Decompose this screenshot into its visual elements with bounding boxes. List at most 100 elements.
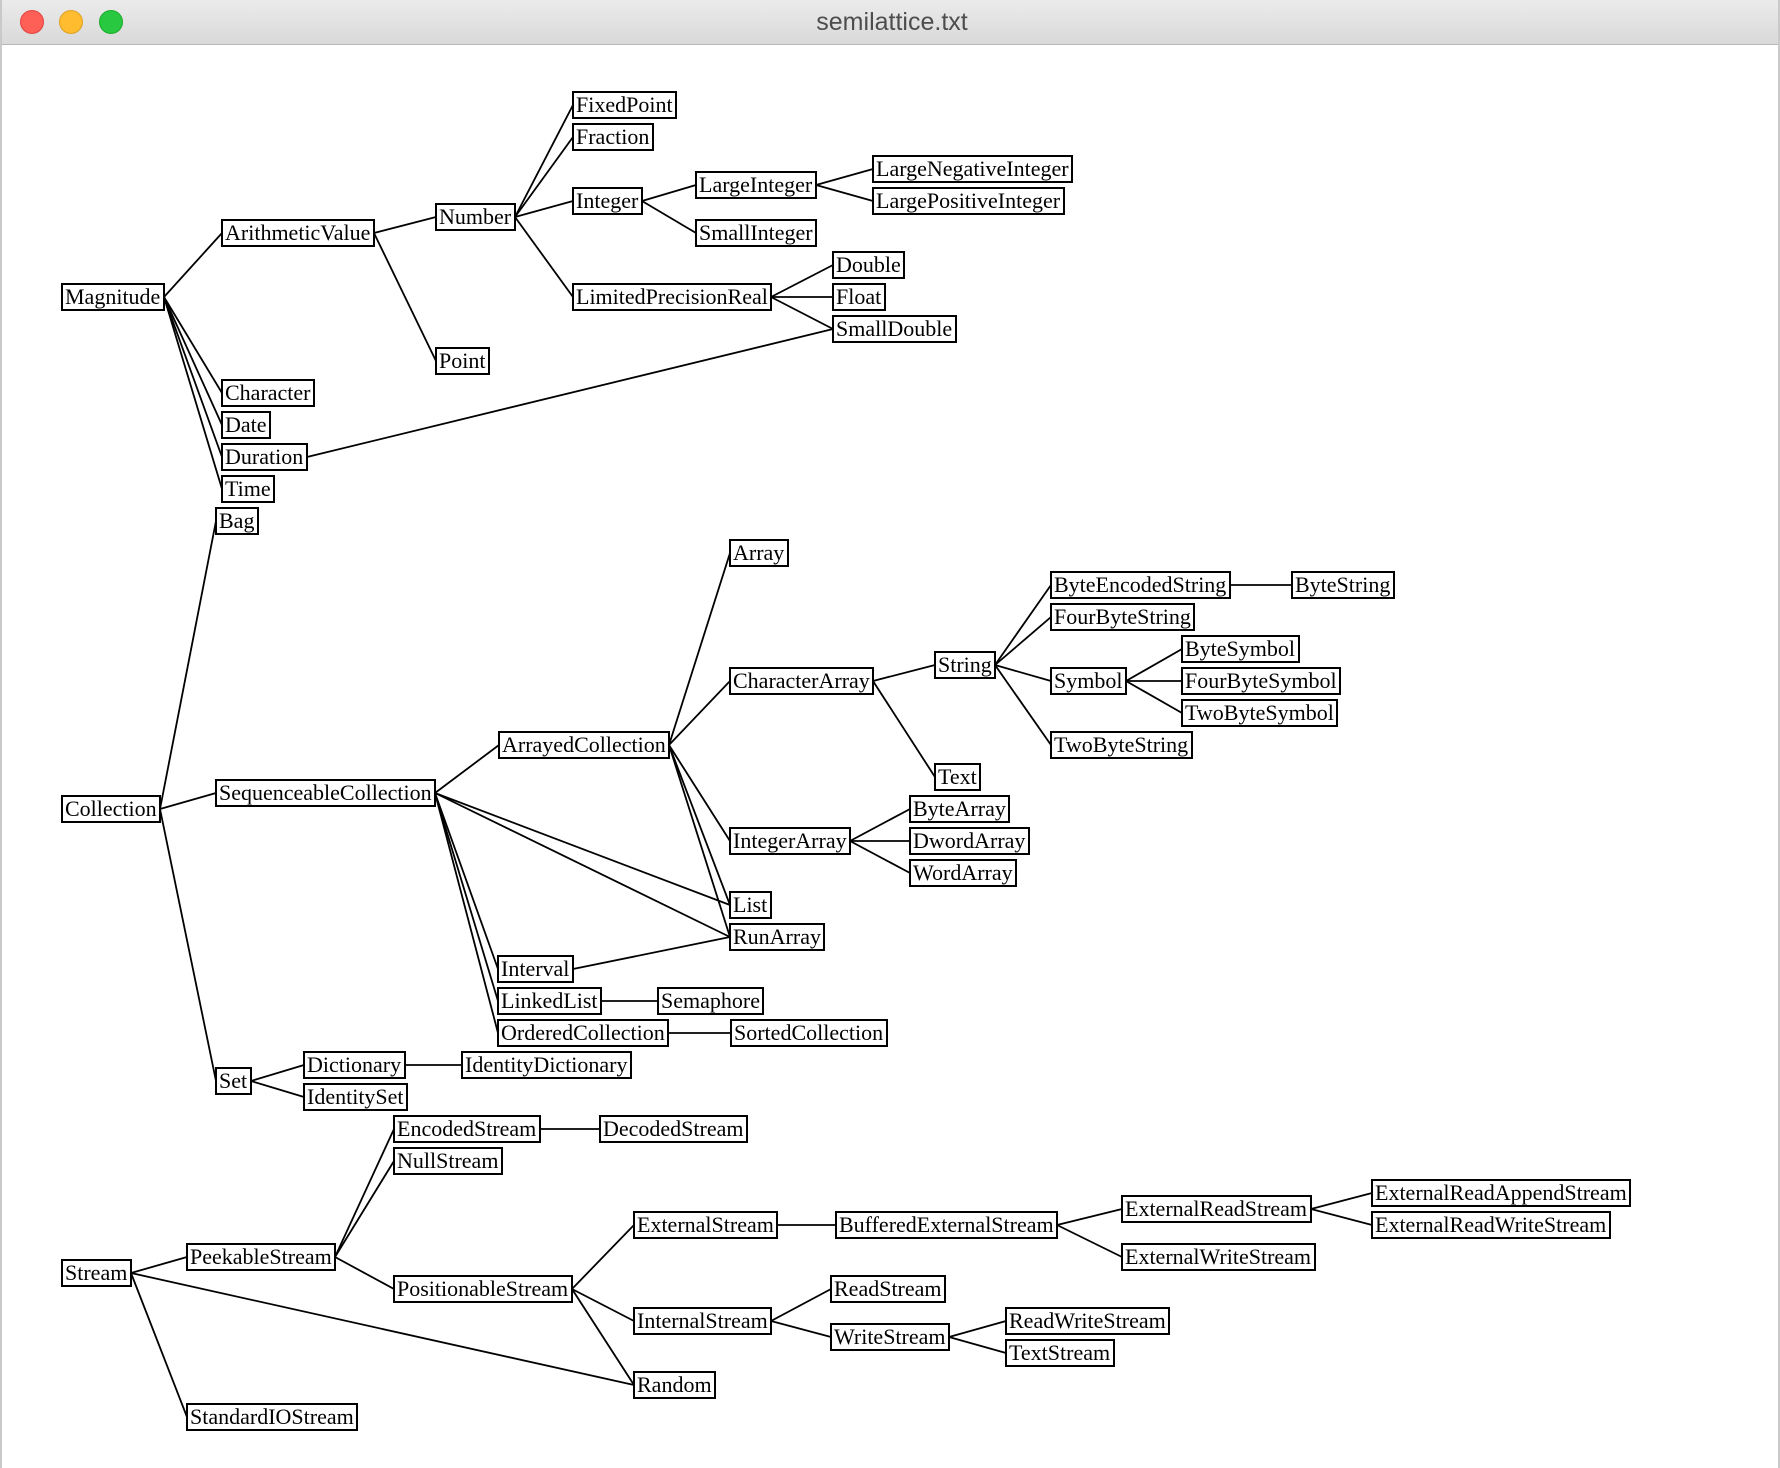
node-label: ArrayedCollection: [502, 732, 666, 757]
edge-magnitude-to-time: [163, 296, 223, 490]
node-box: [303, 1083, 408, 1111]
node-label: SequenceableCollection: [219, 780, 432, 805]
node-box: [572, 283, 772, 311]
edge-positionable-stream-to-random: [571, 1288, 635, 1386]
node-box: [872, 187, 1065, 215]
edge-buffered-external-stream-to-external-write-stream: [1056, 1224, 1123, 1258]
node-box: [498, 731, 670, 759]
node-box: [461, 1051, 632, 1079]
node-external-read-append-stream: ExternalReadAppendStream: [1371, 1179, 1631, 1207]
edge-sequenceable-collection-to-ordered-collection: [434, 792, 499, 1034]
node-label: SortedCollection: [734, 1020, 883, 1045]
edge-number-to-fixed-point: [514, 104, 574, 218]
node-label: BufferedExternalStream: [839, 1212, 1054, 1237]
node-layer: MagnitudeArithmeticValueNumberFixedPoint…: [61, 91, 1631, 1431]
node-label: Character: [225, 380, 311, 405]
minimize-button[interactable]: [59, 10, 83, 34]
node-label: TextStream: [1009, 1340, 1110, 1365]
node-label: Text: [938, 764, 977, 789]
edge-external-read-stream-to-external-read-write-stream: [1310, 1208, 1373, 1226]
node-label: IdentitySet: [307, 1084, 404, 1109]
node-label: ByteSymbol: [1185, 636, 1295, 661]
node-box: [61, 795, 161, 823]
node-label: Duration: [225, 444, 303, 469]
node-double: Double: [832, 251, 905, 279]
node-box: [934, 763, 981, 791]
node-label: Bag: [219, 508, 254, 533]
node-read-write-stream: ReadWriteStream: [1005, 1307, 1170, 1335]
node-box: [633, 1371, 716, 1399]
edge-sequenceable-collection-to-linked-list: [434, 792, 499, 1002]
node-box: [572, 187, 643, 215]
edge-string-to-four-byte-string: [994, 616, 1052, 666]
node-label: ExternalReadAppendStream: [1375, 1180, 1627, 1205]
edge-string-to-symbol: [994, 664, 1052, 682]
node-box: [1050, 603, 1195, 631]
edge-character-array-to-string: [872, 664, 936, 682]
edge-arrayed-collection-to-list: [668, 744, 731, 906]
node-arrayed-collection: ArrayedCollection: [498, 731, 670, 759]
node-label: Date: [225, 412, 267, 437]
node-box: [872, 155, 1073, 183]
edge-arithmetic-value-to-point: [373, 232, 437, 362]
edge-sequenceable-collection-to-arrayed-collection: [434, 744, 500, 794]
node-random: Random: [633, 1371, 716, 1399]
node-label: Set: [219, 1068, 247, 1093]
edge-limited-precision-real-to-small-double: [770, 296, 834, 330]
edge-number-to-integer: [514, 200, 574, 218]
node-label: ExternalStream: [637, 1212, 774, 1237]
node-box: [435, 203, 516, 231]
node-dictionary: Dictionary: [303, 1051, 406, 1079]
close-button[interactable]: [20, 10, 44, 34]
edge-string-to-byte-encoded-string: [994, 584, 1052, 666]
node-box: [1181, 667, 1341, 695]
node-read-stream: ReadStream: [830, 1275, 946, 1303]
edge-sequenceable-collection-to-run-array: [434, 792, 731, 938]
node-box: [497, 955, 574, 983]
node-box: [729, 891, 772, 919]
node-label: ReadStream: [834, 1276, 942, 1301]
node-label: TwoByteString: [1054, 732, 1188, 757]
node-box: [221, 219, 375, 247]
node-label: FourByteString: [1054, 604, 1191, 629]
edge-internal-stream-to-read-stream: [770, 1288, 832, 1322]
node-label: Integer: [576, 188, 639, 213]
node-write-stream: WriteStream: [830, 1323, 950, 1351]
edge-internal-stream-to-write-stream: [770, 1320, 832, 1338]
node-box: [497, 1019, 669, 1047]
node-duration: Duration: [221, 443, 308, 471]
node-box: [832, 283, 886, 311]
node-box: [1050, 571, 1231, 599]
node-box: [599, 1115, 748, 1143]
node-label: Array: [733, 540, 784, 565]
edge-symbol-to-byte-symbol: [1125, 648, 1183, 682]
node-label: InternalStream: [637, 1308, 768, 1333]
node-label: Dictionary: [307, 1052, 401, 1077]
node-fraction: Fraction: [572, 123, 654, 151]
node-box: [729, 667, 874, 695]
node-box: [1005, 1339, 1115, 1367]
edge-arrayed-collection-to-integer-array: [668, 744, 731, 842]
node-label: Point: [439, 348, 485, 373]
node-large-positive-integer: LargePositiveInteger: [872, 187, 1065, 215]
node-time: Time: [221, 475, 275, 503]
node-box: [1181, 699, 1338, 727]
edge-set-to-identity-set: [250, 1080, 305, 1098]
edge-set-to-dictionary: [250, 1064, 305, 1082]
node-integer: Integer: [572, 187, 643, 215]
edge-positionable-stream-to-external-stream: [571, 1224, 635, 1290]
edge-peekable-stream-to-encoded-stream: [334, 1128, 395, 1258]
edge-collection-to-sequenceable-collection: [159, 792, 217, 810]
edge-magnitude-to-date: [163, 296, 223, 426]
node-label: Random: [637, 1372, 712, 1397]
zoom-button[interactable]: [99, 10, 123, 34]
edge-positionable-stream-to-internal-stream: [571, 1288, 635, 1322]
edge-integer-to-large-integer: [641, 184, 697, 202]
edge-stream-to-random: [130, 1272, 635, 1386]
node-buffered-external-stream: BufferedExternalStream: [835, 1211, 1058, 1239]
node-interval: Interval: [497, 955, 574, 983]
node-box: [729, 827, 851, 855]
node-box: [1121, 1243, 1316, 1271]
node-identity-set: IdentitySet: [303, 1083, 408, 1111]
edge-integer-array-to-word-array: [849, 840, 911, 874]
